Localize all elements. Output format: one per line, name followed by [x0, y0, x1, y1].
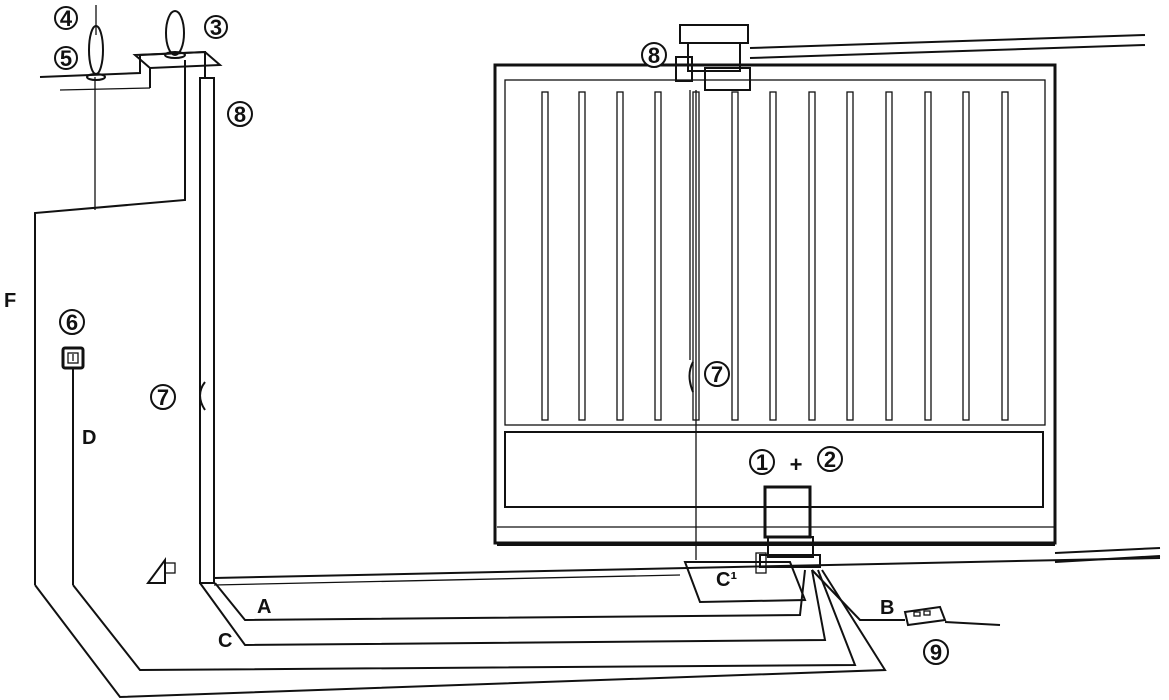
aerial — [86, 5, 106, 210]
gate-bar — [808, 91, 816, 421]
gate-bar — [1001, 91, 1009, 421]
callout-4: 4 — [54, 6, 78, 31]
cable-c1-label: C¹ — [716, 569, 737, 591]
callout-7-right-label: 7 — [711, 362, 723, 387]
callout-6: 6 — [59, 309, 85, 335]
ground-line-2 — [213, 574, 681, 586]
motor-foundation — [683, 561, 807, 604]
callout-2: 2 — [817, 446, 843, 472]
gate-bar — [846, 91, 854, 421]
gate-bar — [578, 91, 586, 421]
right-post — [675, 24, 749, 82]
gate-bar — [616, 91, 624, 421]
callout-8-left: 8 — [227, 101, 253, 127]
gate-bar — [731, 91, 739, 421]
cable-f-label: F — [4, 290, 16, 312]
transmitter — [903, 605, 947, 627]
gate-bar — [541, 91, 549, 421]
callout-9-label: 9 — [930, 640, 942, 665]
gate-bar — [654, 91, 662, 421]
callout-8-right: 8 — [641, 42, 667, 68]
callout-3-label: 3 — [210, 15, 222, 40]
cable-d-label: D — [82, 427, 96, 449]
callout-8-left-label: 8 — [234, 102, 246, 127]
photocell-right — [688, 90, 697, 560]
callout-3: 3 — [204, 15, 228, 40]
callout-8-right-label: 8 — [648, 43, 660, 68]
gate-motor — [755, 485, 821, 574]
callout-7-left-label: 7 — [157, 385, 169, 410]
gate-bar — [769, 91, 777, 421]
gate-bar — [962, 91, 970, 421]
sliding-gate — [493, 34, 1161, 563]
callout-7-left: 7 — [150, 384, 176, 410]
gate-bar — [924, 91, 932, 421]
callout-1-label: 1 — [756, 450, 768, 475]
photocell-left — [199, 381, 206, 411]
callout-2-label: 2 — [824, 447, 836, 472]
callout-7-right: 7 — [704, 361, 730, 387]
left-wall — [34, 50, 223, 585]
flashing-light — [164, 10, 186, 59]
cable-a-label: A — [257, 596, 271, 618]
callout-5-label: 5 — [60, 46, 72, 71]
callout-plus: + — [790, 452, 803, 477]
cable-c-label: C — [218, 630, 232, 652]
callout-5: 5 — [54, 46, 78, 71]
gate-bar — [885, 91, 893, 421]
callout-6-label: 6 — [66, 310, 78, 335]
callout-1: 1 — [749, 449, 775, 475]
cable-runs — [34, 569, 1001, 699]
cable-b-label: B — [880, 597, 894, 619]
callout-4-label: 4 — [60, 6, 73, 31]
gate-bars — [541, 91, 1009, 421]
key-selector — [61, 346, 85, 585]
gate-stop — [146, 556, 176, 584]
callout-9: 9 — [923, 639, 949, 665]
